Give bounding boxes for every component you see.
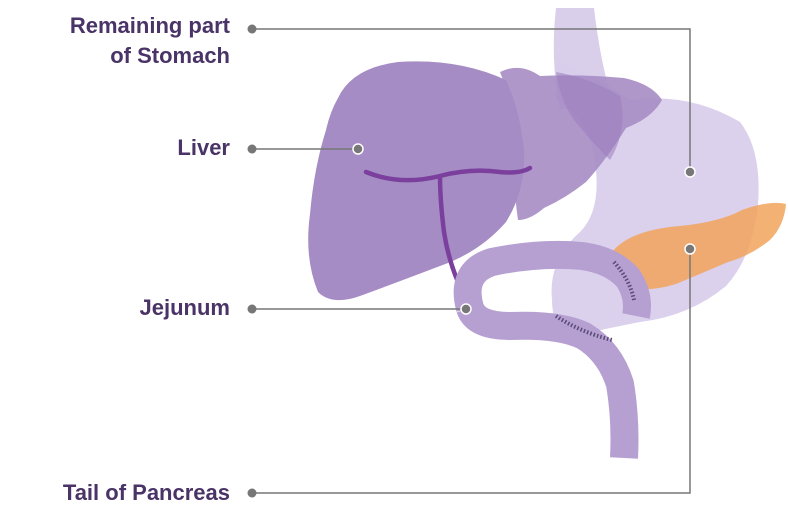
dot-jejunum-label xyxy=(247,304,257,314)
dot-stomach-label xyxy=(247,24,257,34)
overlap-shade xyxy=(556,72,623,160)
label-jejunum: Jejunum xyxy=(139,295,230,320)
dot-pancreas-label xyxy=(247,488,257,498)
label-tail-of-pancreas: Tail of Pancreas xyxy=(62,480,230,505)
leader-lines xyxy=(252,28,691,494)
staple-line-lower xyxy=(554,314,613,342)
dot-liver-label xyxy=(247,144,257,154)
dot-jejunum-target xyxy=(460,303,472,315)
dot-pancreas-target xyxy=(684,243,696,255)
leader-stomach xyxy=(252,28,691,172)
dot-liver-target xyxy=(352,143,364,155)
label-remaining-stomach: Remaining part of Stomach xyxy=(70,11,230,71)
dot-stomach-target xyxy=(684,166,696,178)
leader-dots xyxy=(247,24,257,498)
staple-line-upper xyxy=(612,260,636,301)
jejunum-shape xyxy=(453,240,651,459)
target-dots xyxy=(352,143,696,315)
label-stomach-line2: of Stomach xyxy=(110,43,230,68)
liver-vessels xyxy=(363,165,533,285)
leader-pancreas xyxy=(252,249,691,494)
label-stomach-line1: Remaining part xyxy=(69,13,230,38)
label-liver: Liver xyxy=(177,135,230,160)
pancreas-shape xyxy=(612,202,786,290)
